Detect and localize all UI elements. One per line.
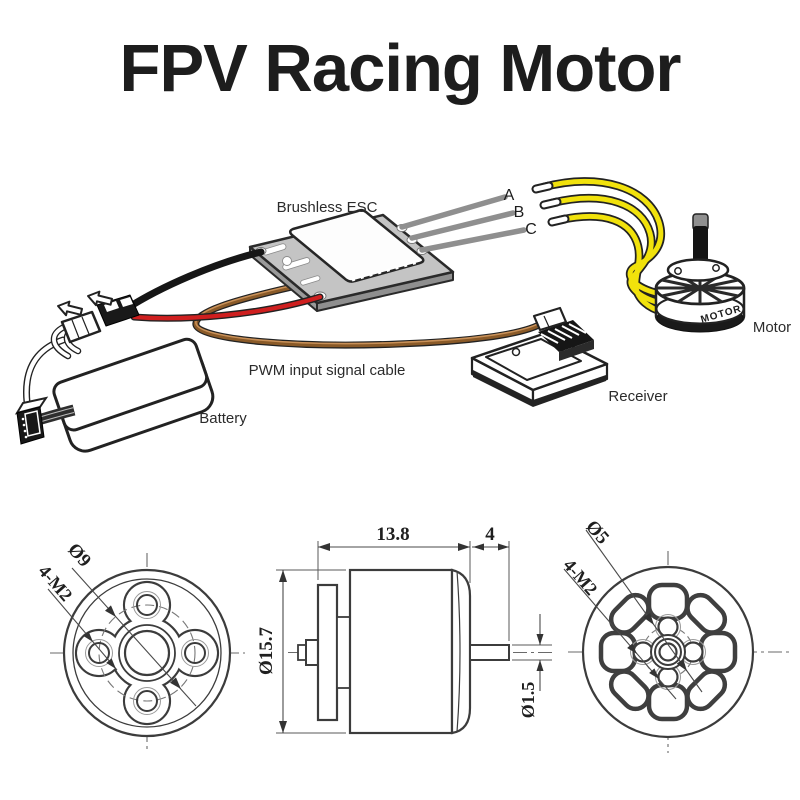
pwm-cable bbox=[192, 283, 548, 349]
receiver-pin-header bbox=[538, 320, 594, 361]
plug-arrow-icon bbox=[87, 290, 114, 307]
shaft-dia-dim: Ø1.5 bbox=[518, 682, 538, 719]
motor-label: Motor bbox=[753, 319, 791, 336]
body-dia-dim: Ø15.7 bbox=[256, 626, 277, 675]
rear-bolt-circle-dim: Ø5 bbox=[581, 516, 613, 548]
esc-mosfet-block bbox=[289, 208, 425, 283]
front-view: Ø9 4-M2 bbox=[35, 539, 245, 753]
receiver-illustration bbox=[470, 306, 609, 407]
balance-plug bbox=[14, 396, 49, 445]
battery-illustration bbox=[14, 323, 215, 453]
esc-phase-leads bbox=[399, 194, 527, 253]
receiver-label: Receiver bbox=[608, 388, 667, 405]
esc-black-power-wire bbox=[122, 248, 265, 313]
rear-screws-dim: 4-M2 bbox=[560, 555, 602, 599]
rear-view: Ø5 4-M2 bbox=[560, 516, 790, 753]
motor-illustration: MOTOR bbox=[654, 213, 746, 333]
esc-red-power-wire bbox=[131, 294, 323, 321]
body-length-dim: 13.8 bbox=[376, 524, 409, 545]
pwm-label: PWM input signal cable bbox=[249, 362, 406, 379]
mount-clover bbox=[74, 580, 220, 726]
plug-direction-arrows bbox=[57, 290, 114, 317]
esc-label: Brushless ESC bbox=[277, 199, 378, 216]
bullet-connector-tips bbox=[531, 181, 570, 227]
shaft-length-dim: 4 bbox=[485, 524, 495, 545]
phase-a-label: A bbox=[504, 187, 515, 204]
plug-arrow-icon bbox=[57, 300, 84, 317]
bell-cutouts bbox=[598, 582, 738, 722]
esc-board bbox=[248, 208, 455, 312]
yellow-phase-wires bbox=[531, 177, 668, 317]
front-bolt-circle-dim: Ø9 bbox=[63, 539, 95, 571]
wiring-diagram: A B C bbox=[14, 177, 791, 453]
phase-b-label: B bbox=[514, 204, 525, 221]
side-view: 13.8 4 Ø15.7 Ø1.5 bbox=[256, 524, 556, 735]
pwm-plug bbox=[532, 306, 568, 332]
page-title: FPV Racing Motor bbox=[119, 31, 682, 106]
phase-c-label: C bbox=[525, 221, 537, 238]
battery-white-connector bbox=[60, 310, 102, 344]
motor-mount-plate bbox=[666, 258, 730, 282]
battery-label: Battery bbox=[199, 410, 247, 427]
